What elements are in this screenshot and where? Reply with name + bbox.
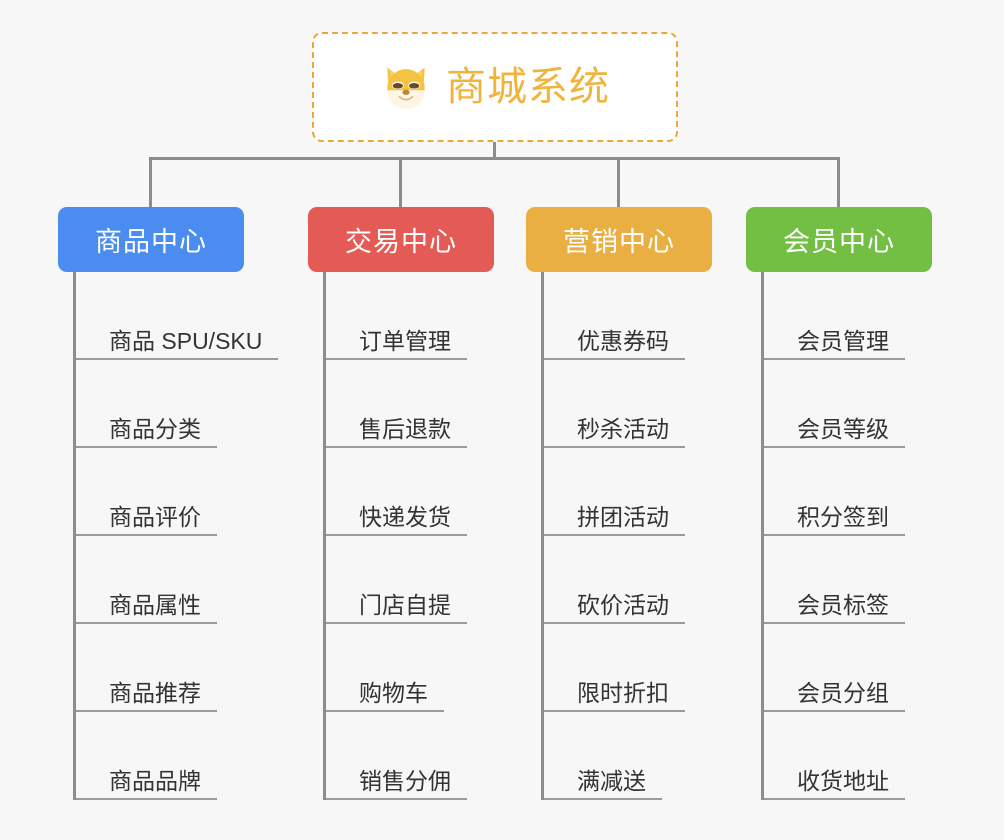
branch-header-label-3: 会员中心 (783, 227, 895, 257)
leaf-underline (76, 534, 217, 536)
leaf-underline (326, 534, 467, 536)
leaf-item[interactable]: 订单管理 (326, 272, 494, 360)
leaf-underline (544, 446, 685, 448)
leaf-label: 会员等级 (797, 415, 889, 442)
leaf-item[interactable]: 会员标签 (764, 536, 932, 624)
leaf-label: 积分签到 (797, 503, 889, 530)
branch-column-交易中心: 交易中心 订单管理 售后退款 快递发货 门店自提 购物车 (308, 207, 494, 800)
connector-drop-branch-1 (399, 157, 402, 209)
leaf-item[interactable]: 收货地址 (764, 712, 932, 800)
leaf-label: 拼团活动 (577, 503, 669, 530)
root-node[interactable]: 商城系统 (312, 32, 678, 142)
branch-column-营销中心: 营销中心 优惠券码 秒杀活动 拼团活动 砍价活动 限时折扣 (526, 207, 712, 800)
connector-drop-branch-0 (149, 157, 152, 209)
leaf-underline (764, 358, 905, 360)
leaf-item[interactable]: 购物车 (326, 624, 494, 712)
leaf-underline (76, 798, 217, 800)
leaf-label: 会员管理 (797, 327, 889, 354)
leaf-underline (326, 710, 444, 712)
leaf-underline (764, 446, 905, 448)
connector-horizontal-bus (149, 157, 840, 160)
connector-drop-branch-2 (617, 157, 620, 209)
leaf-underline (764, 798, 905, 800)
leaf-item[interactable]: 快递发货 (326, 448, 494, 536)
leaf-underline (544, 622, 685, 624)
leaf-underline (326, 622, 467, 624)
root-title: 商城系统 (446, 65, 610, 109)
leaf-item[interactable]: 销售分佣 (326, 712, 494, 800)
leaf-underline (76, 358, 278, 360)
leaf-underline (326, 446, 467, 448)
leaf-label: 订单管理 (359, 327, 451, 354)
branch-header-3[interactable]: 会员中心 (746, 207, 932, 272)
leaf-item[interactable]: 限时折扣 (544, 624, 712, 712)
leaf-item[interactable]: 商品推荐 (76, 624, 272, 712)
leaf-item[interactable]: 优惠券码 (544, 272, 712, 360)
leaf-label: 砍价活动 (577, 591, 669, 618)
leaf-label: 门店自提 (359, 591, 451, 618)
leaf-underline (76, 710, 217, 712)
leaf-item[interactable]: 会员等级 (764, 360, 932, 448)
leaf-label: 销售分佣 (359, 767, 451, 794)
leaf-label: 会员分组 (797, 679, 889, 706)
branch-column-会员中心: 会员中心 会员管理 会员等级 积分签到 会员标签 会员分组 (746, 207, 932, 800)
leaf-label: 商品属性 (109, 591, 201, 618)
leaf-underline (544, 534, 685, 536)
leaf-label: 快递发货 (359, 503, 451, 530)
leaf-label: 售后退款 (359, 415, 451, 442)
leaf-item[interactable]: 砍价活动 (544, 536, 712, 624)
leaf-label: 收货地址 (797, 767, 889, 794)
leaf-item[interactable]: 门店自提 (326, 536, 494, 624)
leaf-item[interactable]: 会员分组 (764, 624, 932, 712)
leaf-underline (764, 534, 905, 536)
branch-header-2[interactable]: 营销中心 (526, 207, 712, 272)
leaf-item[interactable]: 商品属性 (76, 536, 272, 624)
leaf-underline (544, 358, 685, 360)
leaf-label: 商品评价 (109, 503, 201, 530)
leaf-item[interactable]: 会员管理 (764, 272, 932, 360)
leaf-item[interactable]: 售后退款 (326, 360, 494, 448)
leaf-item[interactable]: 商品评价 (76, 448, 272, 536)
leaf-item[interactable]: 积分签到 (764, 448, 932, 536)
leaf-underline (326, 798, 467, 800)
branch-header-label-1: 交易中心 (345, 227, 457, 257)
leaf-underline (76, 446, 217, 448)
leaf-underline (76, 622, 217, 624)
leaf-label: 秒杀活动 (577, 415, 669, 442)
connector-root-stem (493, 142, 496, 158)
leaf-item[interactable]: 满减送 (544, 712, 712, 800)
branch-body-3: 会员管理 会员等级 积分签到 会员标签 会员分组 收货地址 (761, 272, 932, 800)
leaf-underline (764, 622, 905, 624)
branch-body-2: 优惠券码 秒杀活动 拼团活动 砍价活动 限时折扣 满减送 (541, 272, 712, 800)
leaf-underline (326, 358, 467, 360)
leaf-item[interactable]: 拼团活动 (544, 448, 712, 536)
leaf-item[interactable]: 商品分类 (76, 360, 272, 448)
branch-body-0: 商品 SPU/SKU 商品分类 商品评价 商品属性 商品推荐 商品品牌 (73, 272, 278, 800)
leaf-label: 会员标签 (797, 591, 889, 618)
leaf-underline (544, 798, 662, 800)
leaf-underline (764, 710, 905, 712)
leaf-item[interactable]: 秒杀活动 (544, 360, 712, 448)
leaf-item[interactable]: 商品 SPU/SKU (76, 272, 278, 360)
leaf-label: 限时折扣 (577, 679, 669, 706)
leaf-label: 购物车 (359, 679, 428, 706)
leaf-label: 商品分类 (109, 415, 201, 442)
branch-header-0[interactable]: 商品中心 (58, 207, 244, 272)
leaf-label: 商品品牌 (109, 767, 201, 794)
branch-column-商品中心: 商品中心 商品 SPU/SKU 商品分类 商品评价 商品属性 商品推荐 (58, 207, 278, 800)
leaf-label: 商品 SPU/SKU (109, 327, 263, 354)
branch-header-label-0: 商品中心 (95, 227, 207, 257)
leaf-item[interactable]: 商品品牌 (76, 712, 272, 800)
dog-face-icon (380, 61, 432, 113)
leaf-label: 满减送 (577, 767, 646, 794)
leaf-underline (544, 710, 685, 712)
branch-body-1: 订单管理 售后退款 快递发货 门店自提 购物车 销售分佣 (323, 272, 494, 800)
connector-drop-branch-3 (837, 157, 840, 209)
branch-header-label-2: 营销中心 (563, 227, 675, 257)
leaf-label: 商品推荐 (109, 679, 201, 706)
branch-header-1[interactable]: 交易中心 (308, 207, 494, 272)
leaf-label: 优惠券码 (577, 327, 669, 354)
